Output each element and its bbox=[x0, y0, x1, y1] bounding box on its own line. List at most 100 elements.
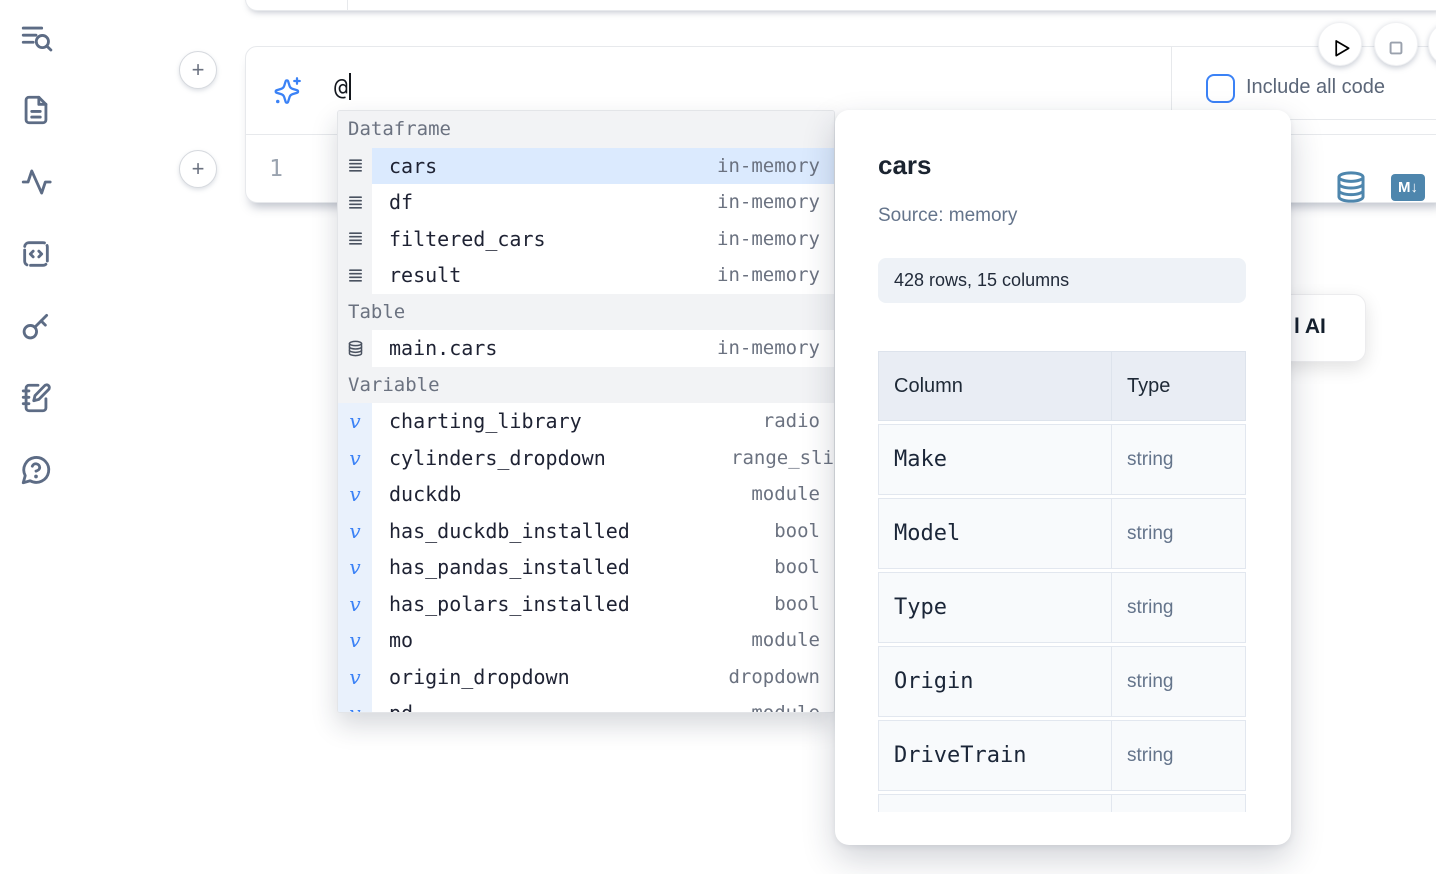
code-editor-row[interactable]: 1 M↓ bbox=[246, 136, 1436, 204]
preview-shape-badge: 428 rows, 15 columns bbox=[878, 258, 1246, 303]
dataframe-icon bbox=[338, 184, 372, 221]
item-type: module bbox=[751, 702, 834, 712]
item-name: duckdb bbox=[389, 482, 462, 507]
include-all-code-label: Include all code bbox=[1246, 76, 1385, 98]
schema-column-name: DriveTrain bbox=[878, 720, 1112, 791]
autocomplete-item-cars[interactable]: cars in-memory bbox=[338, 147, 834, 184]
notebook-pen-icon bbox=[19, 381, 53, 415]
ai-action-card-label: l AI bbox=[1294, 315, 1326, 338]
sidebar-item-tracing[interactable] bbox=[19, 165, 53, 199]
sidebar-item-help[interactable] bbox=[19, 453, 53, 487]
item-type: radio bbox=[762, 410, 820, 433]
autocomplete-item-pd[interactable]: vpdmodule bbox=[338, 695, 834, 712]
add-cell-button-top[interactable]: + bbox=[179, 51, 217, 89]
database-icon bbox=[1334, 170, 1368, 204]
sidebar-item-secrets[interactable] bbox=[19, 309, 53, 343]
item-type: bool bbox=[774, 519, 820, 542]
item-name: charting_library bbox=[389, 409, 582, 434]
variable-icon: v bbox=[338, 585, 372, 622]
convert-to-markdown-button[interactable]: M↓ bbox=[1391, 174, 1425, 201]
key-icon bbox=[19, 309, 53, 343]
stop-button[interactable] bbox=[1374, 22, 1418, 66]
dataframe-icon bbox=[338, 147, 372, 184]
item-name: has_duckdb_installed bbox=[389, 518, 630, 543]
item-name: has_pandas_installed bbox=[389, 555, 630, 580]
item-type: module bbox=[751, 629, 820, 652]
autocomplete-section-variable: Variable bbox=[338, 366, 834, 403]
variable-icon: v bbox=[338, 403, 372, 440]
autocomplete-item-main.cars[interactable]: main.cars in-memory bbox=[338, 330, 834, 367]
item-type: range_sli bbox=[731, 446, 834, 469]
item-type: bool bbox=[774, 556, 820, 579]
autocomplete-item-has_polars_installed[interactable]: v has_polars_installed bool bbox=[338, 585, 834, 622]
file-text-icon bbox=[19, 93, 53, 127]
item-type: in-memory bbox=[717, 264, 820, 287]
add-cell-button-bottom[interactable]: + bbox=[179, 150, 217, 188]
schema-row bbox=[878, 794, 1246, 812]
activity-icon bbox=[19, 165, 53, 199]
autocomplete-section-dataframe: Dataframe bbox=[338, 111, 834, 148]
sidebar-item-snippets[interactable] bbox=[19, 237, 53, 271]
item-name: cars bbox=[389, 153, 438, 178]
item-type: dropdown bbox=[728, 665, 820, 688]
dataframe-icon bbox=[338, 257, 372, 294]
schema-column-type bbox=[1112, 794, 1246, 812]
schema-column-name bbox=[878, 794, 1112, 812]
code-square-icon bbox=[19, 237, 53, 271]
previous-cell-divider bbox=[347, 0, 348, 10]
markdown-icon: M↓ bbox=[1398, 179, 1418, 196]
item-name: filtered_cars bbox=[389, 226, 546, 251]
item-type: bool bbox=[774, 592, 820, 615]
schema-column-type: string bbox=[1112, 498, 1246, 569]
sidebar-item-scratchpad[interactable] bbox=[19, 381, 53, 415]
dataframe-icon bbox=[338, 220, 372, 257]
schema-column-type: string bbox=[1112, 424, 1246, 495]
run-cell-button[interactable] bbox=[1318, 22, 1362, 66]
include-all-code-checkbox[interactable] bbox=[1206, 74, 1235, 103]
item-name: main.cars bbox=[389, 336, 498, 361]
item-type: in-memory bbox=[717, 337, 820, 360]
variable-icon: v bbox=[338, 549, 372, 586]
item-name: pd bbox=[372, 701, 751, 712]
schema-column-type: string bbox=[1112, 720, 1246, 791]
preview-title: cars bbox=[878, 150, 932, 180]
item-type: in-memory bbox=[717, 154, 820, 177]
sidebar bbox=[0, 0, 72, 874]
text-cursor bbox=[348, 73, 351, 100]
schema-column-name: Model bbox=[878, 498, 1112, 569]
autocomplete-item-has_pandas_installed[interactable]: v has_pandas_installed bool bbox=[338, 549, 834, 586]
schema-header-cell: Column bbox=[878, 351, 1112, 421]
autocomplete-item-charting_library[interactable]: v charting_library radio bbox=[338, 403, 834, 440]
sidebar-item-search[interactable] bbox=[19, 21, 53, 55]
list-search-icon bbox=[19, 21, 53, 55]
preview-source: Source: memory bbox=[878, 205, 1018, 226]
autocomplete-section-table: Table bbox=[338, 293, 834, 330]
ai-prompt-input[interactable]: @ bbox=[334, 73, 351, 101]
schema-column-name: Origin bbox=[878, 646, 1112, 717]
schema-column-type: string bbox=[1112, 646, 1246, 717]
play-icon bbox=[1319, 35, 1361, 61]
convert-to-sql-button[interactable] bbox=[1334, 170, 1368, 204]
item-name: has_polars_installed bbox=[389, 591, 630, 616]
variable-icon: v bbox=[338, 439, 372, 476]
schema-column-name: Make bbox=[878, 424, 1112, 495]
sidebar-item-files[interactable] bbox=[19, 93, 53, 127]
item-name: df bbox=[389, 190, 414, 215]
previous-cell-partial bbox=[245, 0, 1436, 11]
variable-icon: v bbox=[338, 622, 372, 659]
